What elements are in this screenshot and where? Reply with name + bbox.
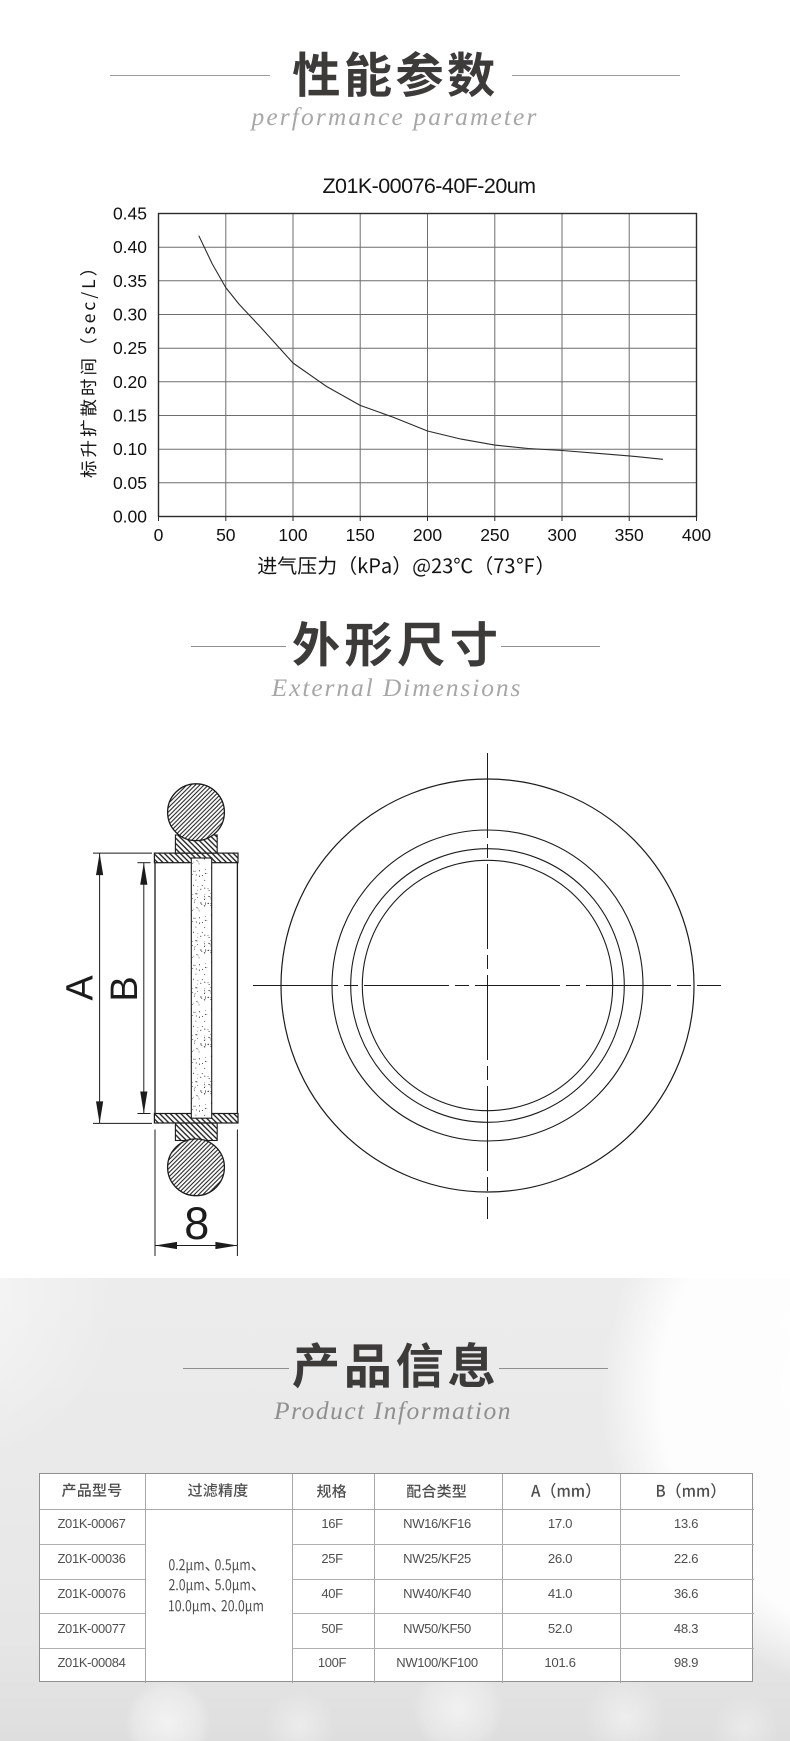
svg-text:0.20: 0.20 [113,372,147,392]
svg-text:200: 200 [413,525,442,545]
svg-text:0.15: 0.15 [113,406,147,426]
svg-text:350: 350 [615,525,644,545]
svg-text:0.10: 0.10 [113,439,147,459]
svg-text:250: 250 [480,525,509,545]
svg-text:0.05: 0.05 [113,473,147,493]
svg-text:0.45: 0.45 [113,204,147,224]
svg-text:50: 50 [216,525,236,545]
svg-text:0.40: 0.40 [113,237,147,257]
svg-text:8: 8 [184,1198,209,1249]
svg-text:0.25: 0.25 [113,338,147,358]
svg-text:0: 0 [154,525,164,545]
svg-text:300: 300 [547,525,576,545]
svg-text:0.35: 0.35 [113,271,147,291]
svg-text:0.30: 0.30 [113,305,147,325]
svg-text:Z01K-00076-40F-20um: Z01K-00076-40F-20um [322,174,535,198]
svg-text:A: A [60,975,102,1001]
svg-text:150: 150 [346,525,375,545]
svg-text:B: B [104,976,146,1001]
svg-text:0.00: 0.00 [113,507,147,527]
svg-text:400: 400 [682,525,711,545]
svg-text:100: 100 [278,525,307,545]
